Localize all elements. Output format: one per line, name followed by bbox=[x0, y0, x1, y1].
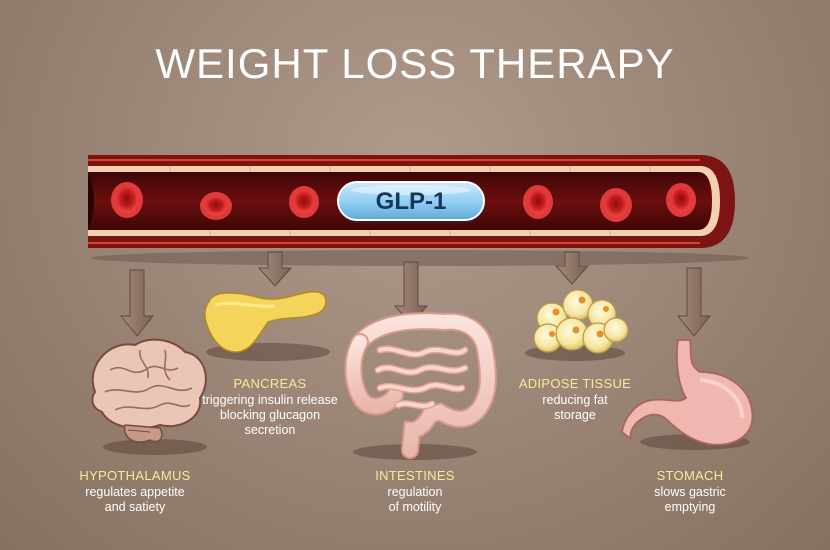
red-blood-cell bbox=[111, 182, 143, 218]
stomach-icon bbox=[621, 339, 754, 446]
pancreas-icon bbox=[204, 291, 327, 353]
organ-name: ADIPOSE TISSUE bbox=[518, 376, 632, 391]
organ-name: HYPOTHALAMUS bbox=[79, 468, 191, 483]
red-blood-cells bbox=[111, 182, 696, 222]
red-blood-cell bbox=[200, 192, 232, 220]
arrow-to-adipose bbox=[554, 251, 590, 285]
organ-description: slows gastric emptying bbox=[654, 485, 726, 514]
organ-label-stomach: STOMACH slows gastric emptying bbox=[625, 468, 755, 515]
arrow-to-hypothalamus bbox=[119, 269, 155, 337]
organ-label-pancreas: PANCREAS triggering insulin release bloc… bbox=[190, 376, 350, 438]
organ-description: regulation of motility bbox=[387, 485, 443, 514]
organ-label-adipose-tissue: ADIPOSE TISSUE reducing fat storage bbox=[505, 376, 645, 423]
organ-name: INTESTINES bbox=[375, 468, 455, 483]
arrows bbox=[119, 251, 712, 337]
page-title: WEIGHT LOSS THERAPY bbox=[155, 40, 675, 87]
red-blood-cell bbox=[600, 188, 632, 222]
glp1-label: GLP-1 bbox=[375, 188, 447, 215]
red-blood-cell bbox=[666, 183, 696, 217]
brain-icon bbox=[91, 338, 207, 443]
organ-shadows bbox=[103, 343, 750, 460]
red-blood-cell bbox=[523, 185, 553, 219]
arrow-to-pancreas bbox=[257, 251, 293, 287]
organ-label-hypothalamus: HYPOTHALAMUS regulates appetite and sati… bbox=[60, 468, 210, 515]
organ-description: reducing fat storage bbox=[542, 393, 608, 422]
adipose-cells-icon bbox=[533, 289, 629, 354]
intestines-icon bbox=[344, 312, 497, 459]
arrow-to-stomach bbox=[676, 267, 712, 337]
organ-name: PANCREAS bbox=[233, 376, 307, 391]
organ-description: triggering insulin release blocking gluc… bbox=[202, 393, 338, 437]
glp1-badge bbox=[337, 181, 485, 223]
organ-description: regulates appetite and satiety bbox=[85, 485, 185, 514]
red-blood-cell bbox=[289, 186, 319, 218]
organ-name: STOMACH bbox=[656, 468, 724, 483]
organ-label-intestines: INTESTINES regulation of motility bbox=[345, 468, 485, 515]
